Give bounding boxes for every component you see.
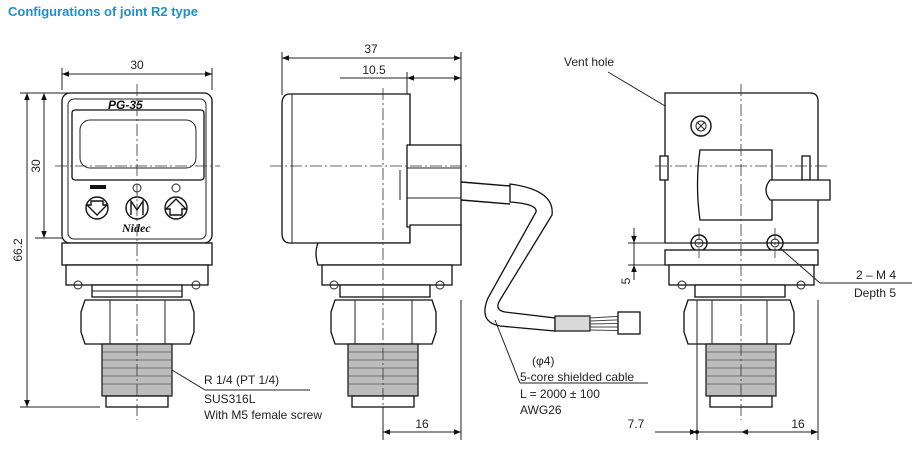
brand-logo: Nidec: [121, 221, 151, 235]
cable-length-label: L = 2000 ± 100: [520, 387, 600, 401]
back-view: Vent hole: [564, 55, 912, 440]
dim-offset-label: 10.5: [362, 63, 386, 77]
vent-hole-icon: [690, 115, 712, 137]
dim-vertical-label: 5: [619, 277, 633, 284]
dim-right-label: 16: [791, 417, 805, 431]
screw-depth-label: Depth 5: [854, 286, 896, 300]
indicator-led-right: [171, 183, 181, 193]
cable-type-label: 5-core shielded cable: [520, 370, 634, 384]
cable-gauge-label: AWG26: [520, 403, 562, 417]
material-label: SUS316L: [204, 392, 256, 406]
vent-hole-label: Vent hole: [564, 55, 614, 69]
dim-total-depth-label: 37: [364, 42, 378, 56]
indicator-led: [90, 185, 106, 189]
dim-width-label: 30: [130, 58, 144, 72]
model-label: PG-35: [108, 98, 143, 112]
page-title: Configurations of joint R2 type: [8, 4, 198, 19]
front-view: 30 30 66.2 PG-35 Ni: [11, 58, 322, 422]
dim-left-label: 7.7: [628, 417, 645, 431]
thread-label: R 1/4 (PT 1/4): [204, 373, 279, 387]
dim-panel-height-label: 30: [29, 159, 43, 173]
arrow-up-icon[interactable]: [164, 196, 188, 220]
dim-total-height-label: 66.2: [11, 238, 25, 262]
cable-diameter-label: (φ4): [532, 354, 554, 368]
screw-spec-label: 2 – M 4: [856, 268, 896, 282]
screw-label: With M5 female screw: [204, 408, 322, 422]
arrow-down-icon[interactable]: [85, 196, 109, 220]
side-view: 37 10.5: [270, 42, 648, 440]
dim-bottom-label: 16: [415, 417, 429, 431]
